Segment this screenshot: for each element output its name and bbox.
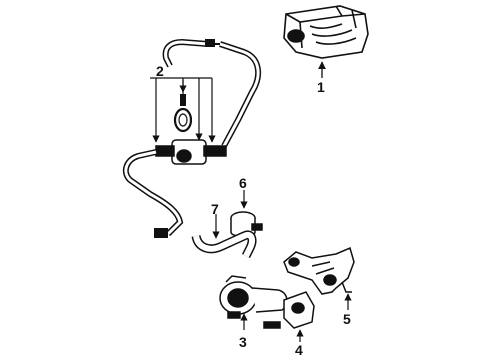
callout-4: 4	[295, 342, 303, 358]
part-3-air-pump	[219, 275, 288, 319]
callout-7: 7	[211, 201, 219, 217]
callout-1: 1	[317, 79, 325, 95]
part-5-shield	[283, 246, 355, 295]
callout-2: 2	[156, 63, 164, 79]
part-2-hose-assembly	[122, 38, 262, 238]
callout-3: 3	[239, 334, 247, 350]
callout-5: 5	[343, 311, 351, 327]
leader-lines-2	[150, 77, 216, 143]
callout-6: 6	[239, 175, 247, 191]
part-1-housing	[283, 5, 369, 59]
part-4-bracket	[263, 291, 315, 329]
part-7-hose	[191, 230, 257, 259]
